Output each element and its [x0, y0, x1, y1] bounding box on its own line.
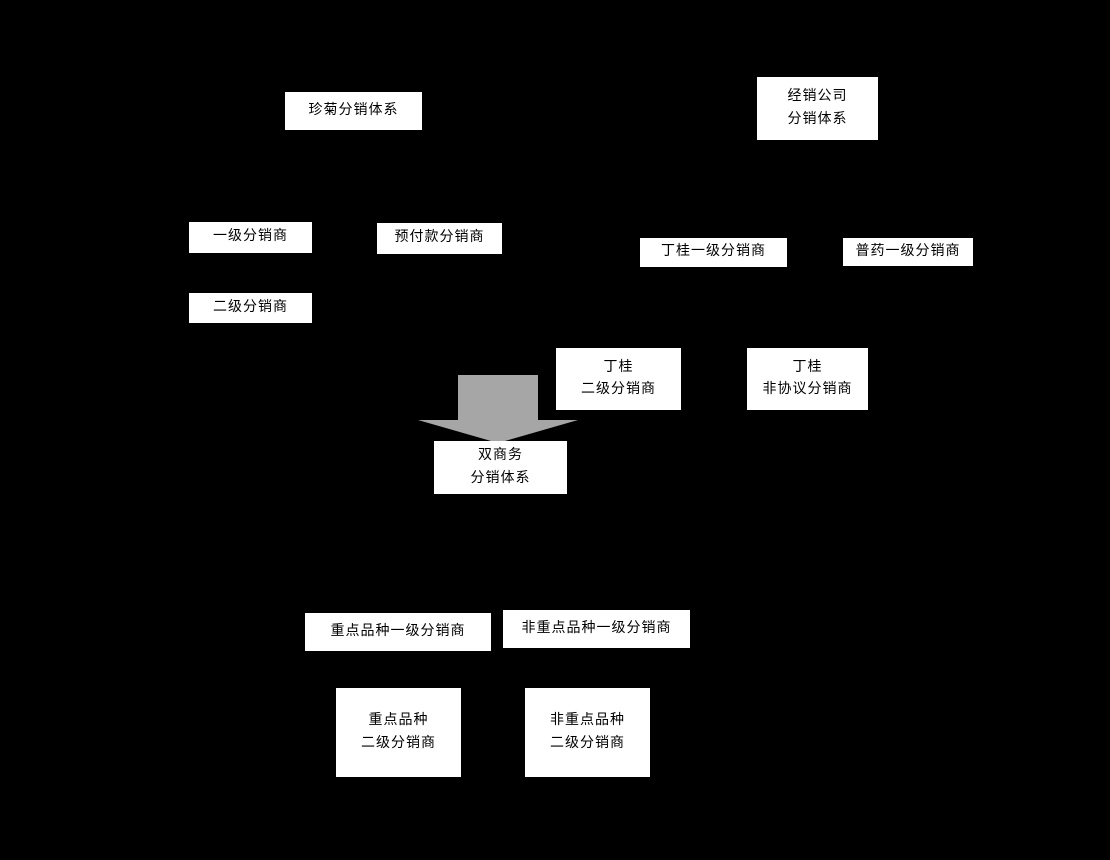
node-dinggui-non-agreement-distributor: 丁桂 非协议分销商 [747, 348, 868, 410]
node-puyao-first-level-distributor: 普药一级分销商 [843, 238, 973, 266]
node-dinggui-second-level-distributor: 丁桂 二级分销商 [556, 348, 681, 410]
node-key-variety-second-level-distributor: 重点品种 二级分销商 [336, 688, 461, 777]
node-dual-commerce-distribution-system: 双商务 分销体系 [434, 441, 567, 494]
node-non-key-variety-second-level-distributor: 非重点品种 二级分销商 [525, 688, 650, 777]
node-first-level-distributor: 一级分销商 [189, 222, 312, 253]
node-dinggui-first-level-distributor: 丁桂一级分销商 [640, 238, 787, 267]
node-prepayment-distributor: 预付款分销商 [377, 223, 502, 254]
node-non-key-variety-first-level-distributor: 非重点品种一级分销商 [503, 610, 690, 648]
node-dealer-company-distribution-system: 经销公司 分销体系 [757, 77, 878, 140]
node-second-level-distributor: 二级分销商 [189, 293, 312, 323]
node-key-variety-first-level-distributor: 重点品种一级分销商 [305, 613, 491, 651]
node-zhenju-distribution-system: 珍菊分销体系 [285, 92, 422, 130]
down-arrow-icon [418, 375, 578, 443]
